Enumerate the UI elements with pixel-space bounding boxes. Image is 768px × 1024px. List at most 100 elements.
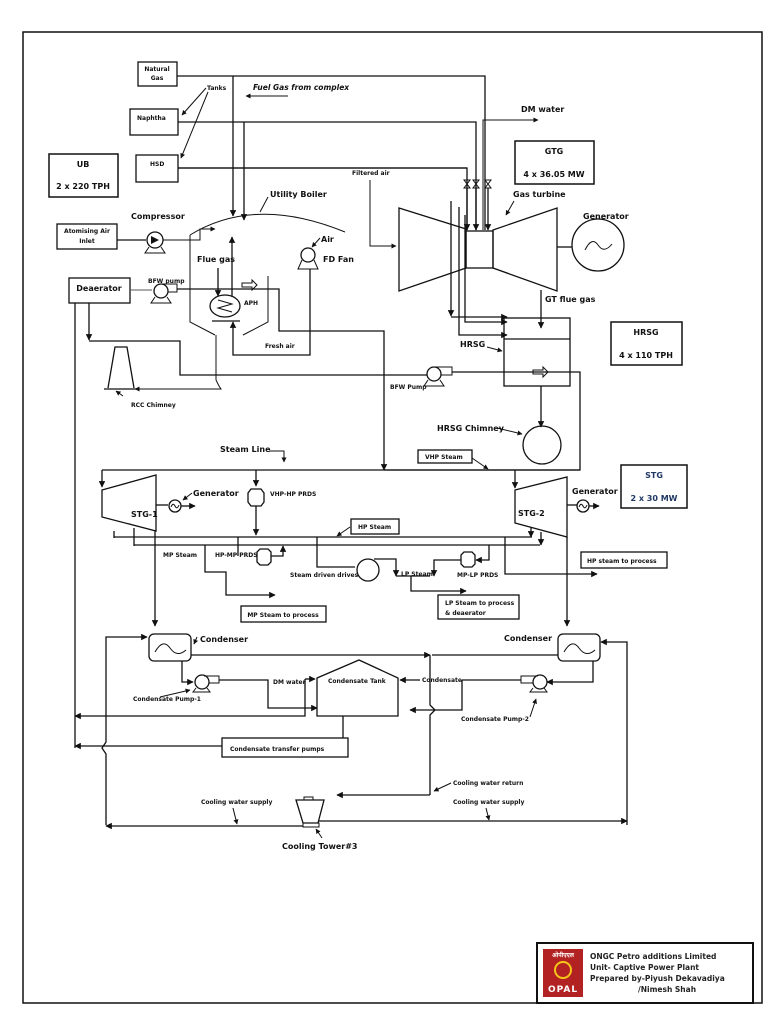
title-block: ओपीएएल OPAL ONGC Petro additions Limited… <box>536 942 754 1004</box>
flow-line <box>311 237 321 248</box>
flow-line <box>532 674 548 690</box>
flow-line <box>232 807 239 825</box>
flow-line <box>485 807 491 821</box>
flow-line <box>458 207 508 339</box>
flow-line <box>216 299 234 313</box>
flow-line <box>153 283 169 299</box>
compressor-label: Compressor <box>131 212 185 221</box>
flow-line <box>259 196 269 213</box>
flow-line <box>433 782 452 792</box>
steam-driven-drives-label: Steam driven drives <box>290 572 359 579</box>
flow-line <box>137 61 178 87</box>
cooling-water-return-label: Cooling water return <box>453 780 523 787</box>
hp-steam-box: HP Steam <box>350 518 400 535</box>
gtg-generator-label: Generator <box>583 212 629 221</box>
hrsg-flow-arrow <box>532 365 549 379</box>
flow-line <box>192 687 211 693</box>
condenser2-icon <box>557 633 601 662</box>
diagram-label: Deaerator <box>76 284 122 293</box>
stg-capacity-box: STG 2 x 30 MW <box>620 464 688 509</box>
flow-line <box>297 259 319 270</box>
dm-water-label-top: DM water <box>521 105 564 114</box>
stg1-turbine <box>101 474 157 532</box>
bfw-pump-label-right: BFW Pump <box>390 384 427 391</box>
flow-line <box>315 828 323 839</box>
fuel-valves <box>463 179 492 189</box>
diagram-label: HSD <box>150 161 164 168</box>
gas-turbine-compressor <box>398 207 467 292</box>
flow-line <box>302 822 320 828</box>
flow-line <box>161 283 178 293</box>
flow-line <box>74 679 306 720</box>
diagram-label: Naphtha <box>137 115 166 122</box>
flow-line <box>563 643 596 654</box>
fd-fan-icon <box>297 247 319 270</box>
flow-line <box>209 294 241 318</box>
flow-line <box>229 269 311 356</box>
flow-line <box>503 317 571 387</box>
utility-boiler-label: Utility Boiler <box>270 190 327 199</box>
fd-fan-label: FD Fan <box>323 255 354 264</box>
flow-line <box>584 240 613 251</box>
flow-direction-arrow <box>241 278 258 292</box>
stg2-generator-label: Generator <box>572 487 618 496</box>
flow-line <box>151 236 159 244</box>
stg1-generator-icon <box>168 499 182 513</box>
aph-label: APH <box>244 300 258 307</box>
mp-lp-prds-label: MP-LP PRDS <box>457 572 498 579</box>
flow-line <box>271 545 287 557</box>
flow-line <box>434 366 453 376</box>
stg2-generator-icon <box>576 499 590 513</box>
diagram-label: Atomising Air <box>64 228 110 235</box>
title-block-text: ONGC Petro additions Limited Unit- Capti… <box>590 951 725 995</box>
hrsg-label: HRSG <box>460 340 485 349</box>
hrsg-chimney-label: HRSG Chimney <box>437 424 505 433</box>
unit-name: Unit- Captive Power Plant <box>590 963 700 972</box>
stg2-label: STG-2 <box>518 509 545 518</box>
mp-lp-prds-icon <box>460 551 476 568</box>
aph-icon <box>209 294 241 318</box>
flow-line <box>316 537 355 568</box>
flow-line <box>529 687 548 693</box>
diagram-label: Inlet <box>79 238 95 245</box>
diagram-label: & deaerator <box>445 610 486 617</box>
flow-line <box>546 661 594 686</box>
flow-line <box>504 537 598 578</box>
flow-line <box>221 737 349 758</box>
diagram-label: GTG <box>545 147 563 156</box>
vhp-hp-prds-label: VHP-HP PRDS <box>270 491 316 498</box>
flow-line <box>610 321 683 366</box>
logo-hindi-text: ओपीएएल <box>552 952 574 959</box>
diagram-label: 2 x 30 MW <box>631 494 678 503</box>
diagram-label: 4 x 36.05 MW <box>523 170 584 179</box>
condensate-pump1-icon <box>192 674 220 693</box>
flow-line <box>482 117 539 230</box>
diagram-label: 4 x 110 TPH <box>619 351 673 360</box>
flow-line <box>475 545 490 564</box>
mp-steam-label: MP Steam <box>163 552 197 559</box>
bfw-pump-icon-right <box>423 366 453 387</box>
diagram-label: Condensate transfer pumps <box>230 746 325 753</box>
flow-line <box>193 636 199 645</box>
rcc-chimney-label: RCC Chimney <box>131 402 176 409</box>
diagram-label: HP Steam <box>358 524 391 531</box>
flow-line <box>580 551 668 569</box>
flue-gas-label: Flue gas <box>197 255 235 264</box>
diagram-label: HRSG <box>633 328 658 337</box>
flow-line <box>429 655 436 795</box>
diagram-label: VHP Steam <box>425 454 463 461</box>
hrsg-capacity-box: HRSG 4 x 110 TPH <box>610 321 683 366</box>
deaerator-box: Deaerator <box>68 277 131 304</box>
flow-line <box>437 594 520 620</box>
hp-steam-to-process-box: HP steam to process <box>580 551 668 569</box>
stg1-generator-label: Generator <box>193 489 239 498</box>
flow-line <box>178 121 477 230</box>
gas-turbine-combustor <box>465 230 494 269</box>
logo-emblem-icon <box>554 961 572 979</box>
flow-line <box>154 643 187 654</box>
hsd-box: HSD <box>135 154 179 183</box>
mp-steam-to-process-box: MP Steam to process <box>240 605 327 623</box>
flow-line <box>242 276 269 336</box>
flow-line <box>181 87 207 116</box>
